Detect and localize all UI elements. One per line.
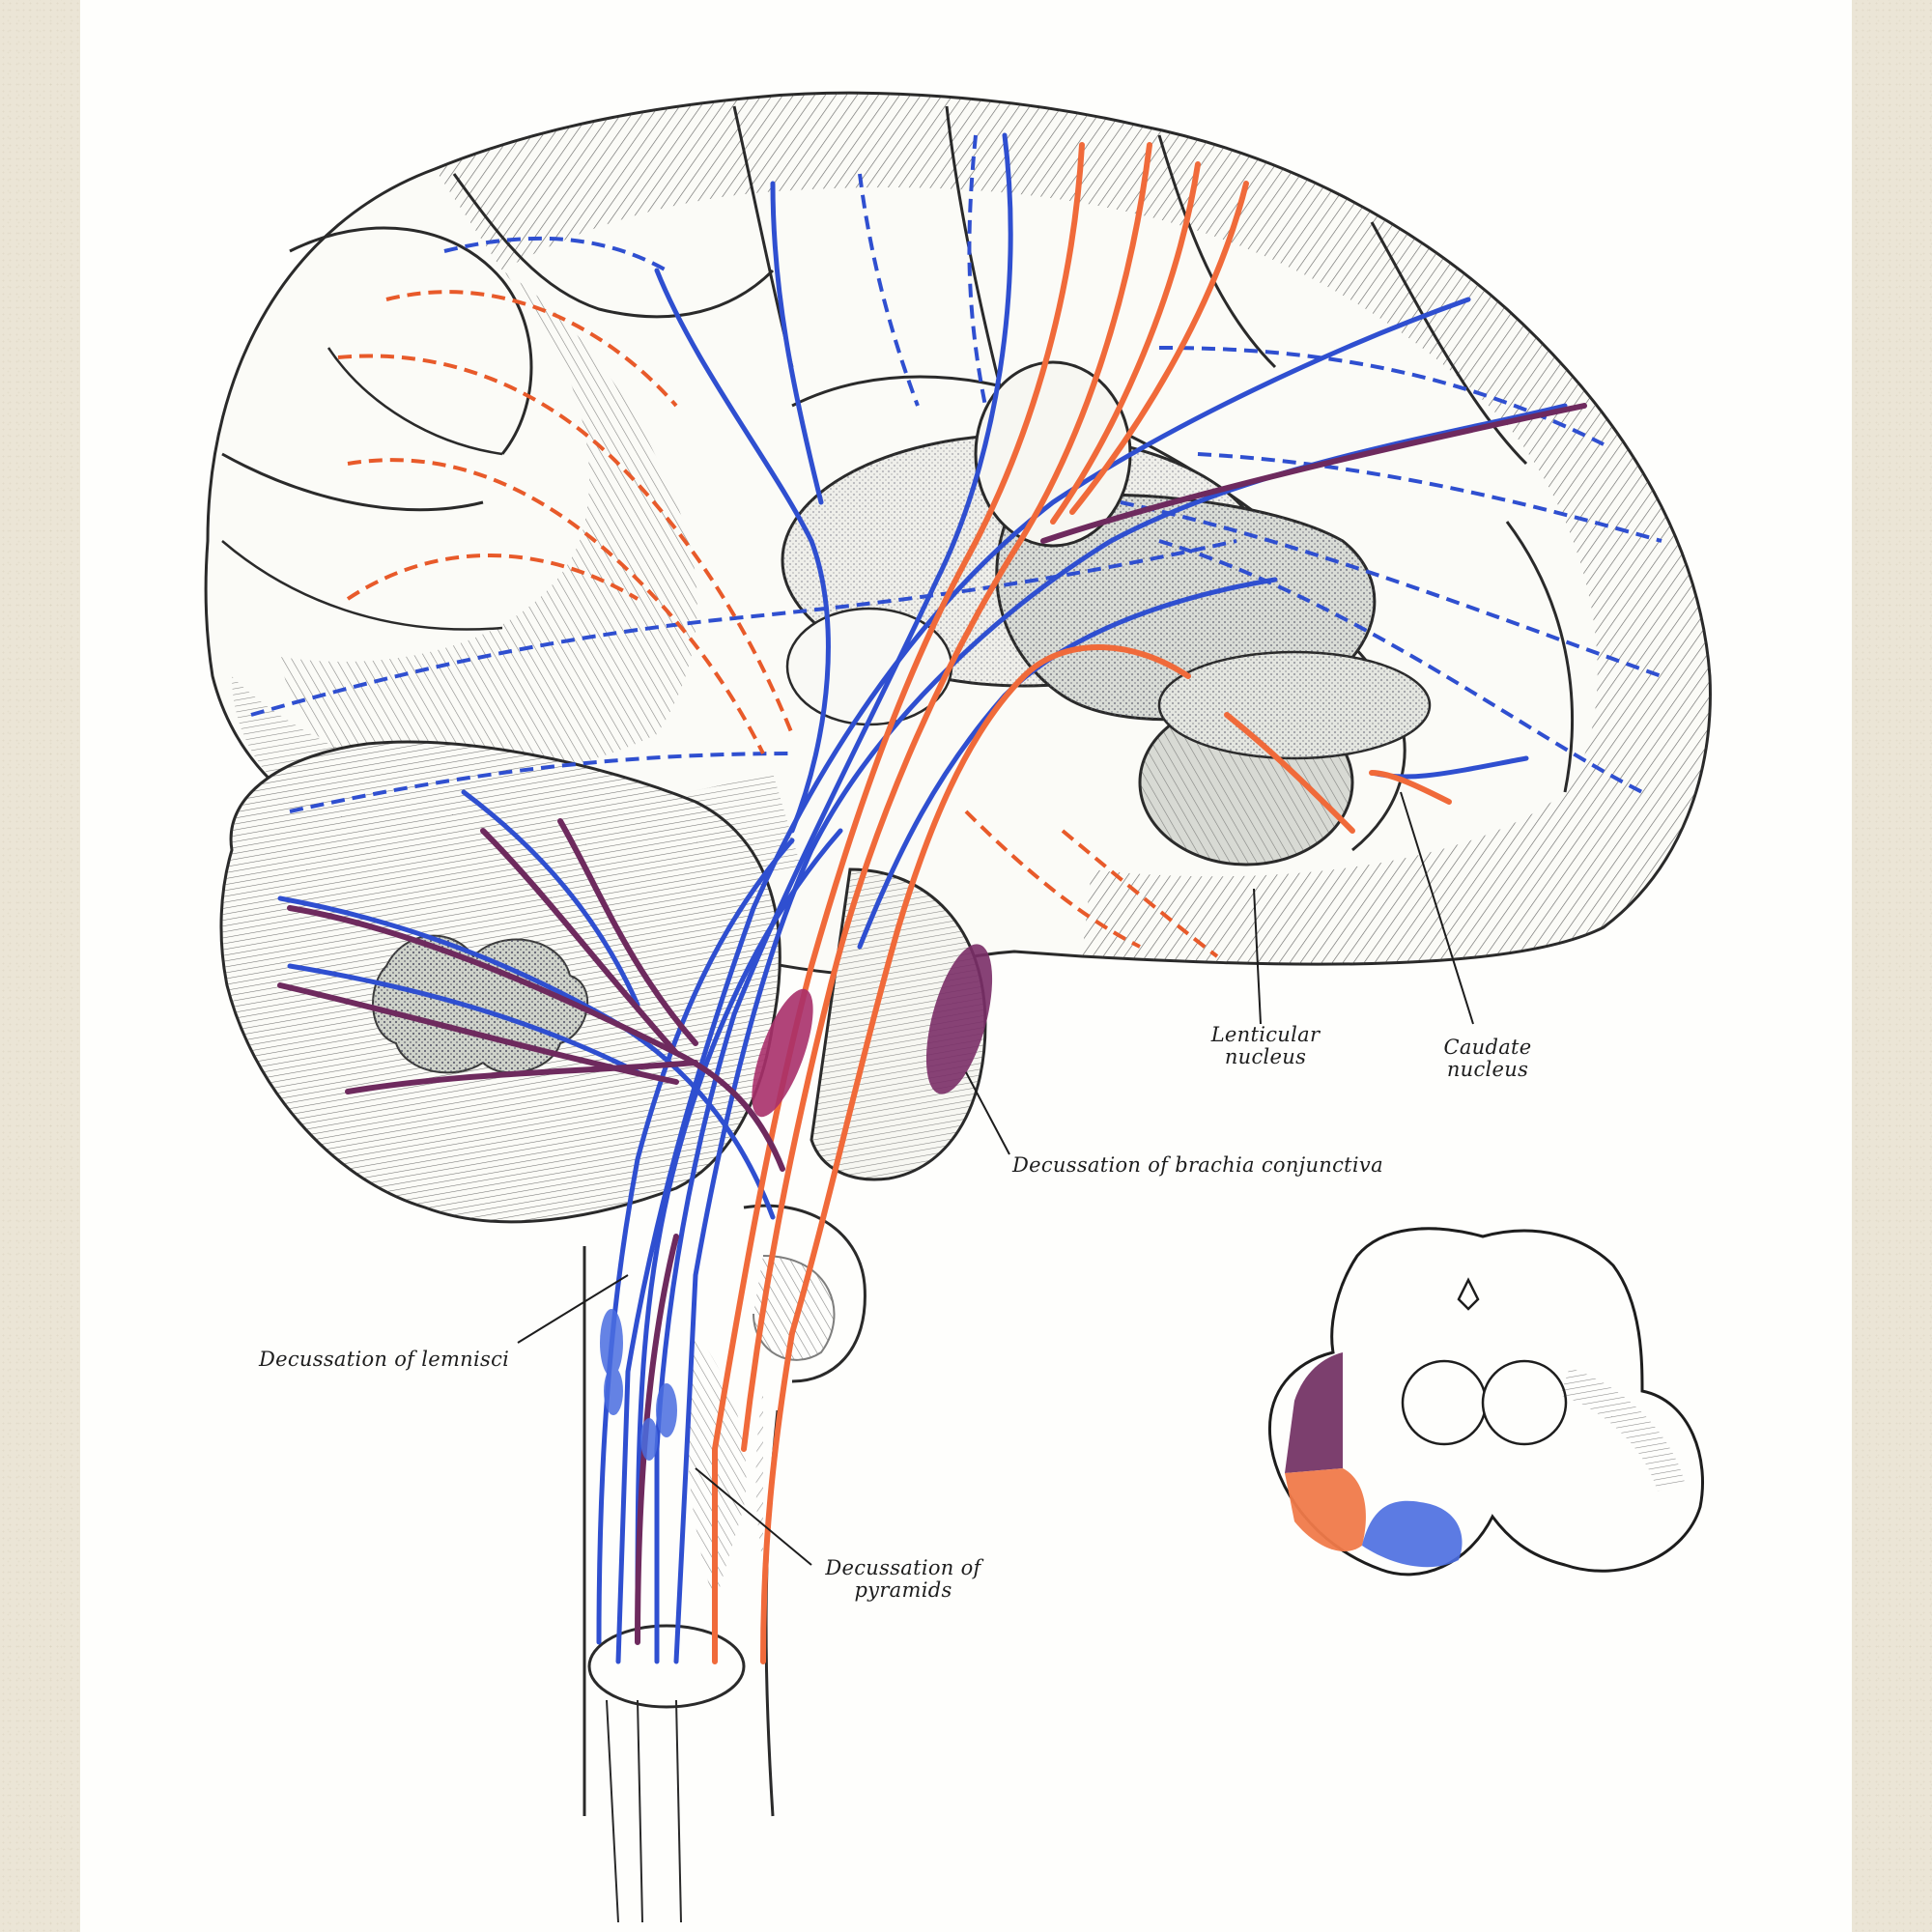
lenticular-nucleus-label: Lenticular nucleus [1203,1024,1328,1068]
cerebellum [219,740,781,1224]
brachia-conjunctiva-label: Decussation of brachia conjunctiva [1012,1153,1383,1177]
pyramids-label-line-1: Decussation of [825,1556,981,1579]
blue-dashed-tracts [250,134,1662,813]
caudate-nucleus-label: Caudate nucleus [1430,1037,1546,1081]
caudate-label-line-2: nucleus [1446,1058,1529,1081]
purple-tracts [277,403,1587,1645]
lenticular-label-line-1: Lenticular [1210,1023,1321,1046]
lemnisci-label: Decussation of lemnisci [259,1348,510,1371]
lenticular-label-line-2: nucleus [1224,1045,1307,1068]
medulla-cross-section [1267,1227,1704,1577]
orange-tracts [712,142,1452,1664]
callout-lines [517,791,1474,1566]
lemniscus-blobs [600,1309,677,1461]
orange-dashed-tracts [337,290,1219,958]
pyramids-label-line-2: pyramids [854,1578,952,1602]
pyramids-label: Decussation of pyramids [811,1557,995,1602]
red-nuclei [752,944,993,1118]
caudate-label-line-1: Caudate [1443,1036,1532,1059]
